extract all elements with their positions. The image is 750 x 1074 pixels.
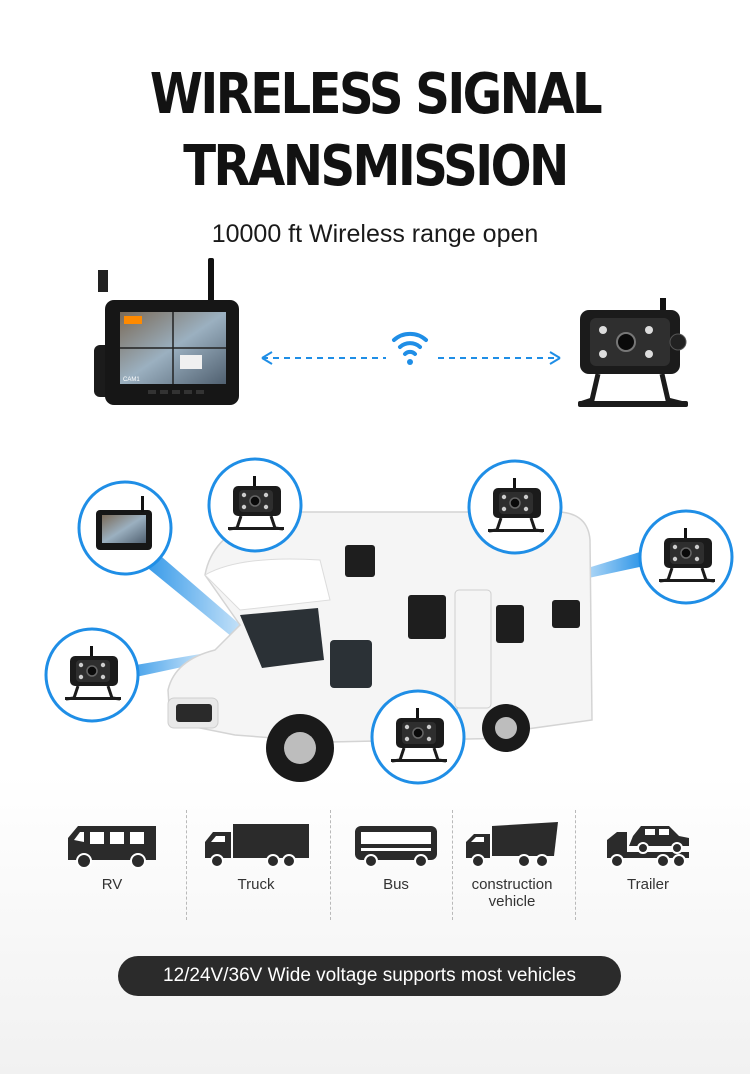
vehicle-divider bbox=[186, 810, 187, 920]
headline-line-2: TRANSMISSION bbox=[183, 134, 569, 199]
vehicle-type-trailer: Trailer bbox=[586, 818, 710, 893]
vehicle-label-truck: Truck bbox=[237, 876, 275, 893]
vehicle-type-rv: RV bbox=[50, 818, 174, 893]
callout-camera-roof-rear bbox=[467, 459, 563, 555]
monitor-screen-label: CAM1 bbox=[123, 377, 140, 383]
range-subtitle: 10000 ft Wireless range open bbox=[211, 220, 539, 248]
vehicle-divider bbox=[575, 810, 576, 920]
tow-truck-icon bbox=[607, 826, 689, 868]
monitor-device: CAM1 bbox=[94, 258, 239, 405]
dump-truck-icon bbox=[466, 822, 558, 868]
callout-camera-front bbox=[44, 627, 140, 723]
callout-camera-roof-front bbox=[207, 457, 303, 553]
rv-icon bbox=[68, 826, 156, 869]
vehicle-type-truck: Truck bbox=[194, 818, 318, 893]
product-scene: CAM1 bbox=[44, 258, 734, 785]
wireless-link bbox=[261, 322, 561, 370]
wifi-icon bbox=[392, 331, 428, 365]
headline-line-1: WIRELESS SIGNAL bbox=[149, 62, 603, 127]
callout-monitor bbox=[77, 480, 173, 576]
vehicle-type-construction: construction vehicle bbox=[450, 818, 574, 910]
vehicle-divider bbox=[452, 810, 453, 920]
bus-icon bbox=[355, 826, 437, 868]
vehicle-label-rv: RV bbox=[101, 876, 123, 893]
callout-camera-side bbox=[370, 689, 466, 785]
callout-camera-rear bbox=[638, 509, 734, 605]
truck-icon bbox=[205, 824, 309, 868]
vehicle-label-bus: Bus bbox=[383, 876, 409, 893]
vehicle-label-trailer: Trailer bbox=[627, 876, 669, 893]
vehicle-label-construction: construction vehicle bbox=[471, 876, 553, 910]
camera-device bbox=[578, 298, 688, 407]
vehicle-type-bus: Bus bbox=[334, 818, 458, 893]
voltage-banner: 12/24V/36V Wide voltage supports most ve… bbox=[118, 956, 621, 996]
vehicle-divider bbox=[330, 810, 331, 920]
